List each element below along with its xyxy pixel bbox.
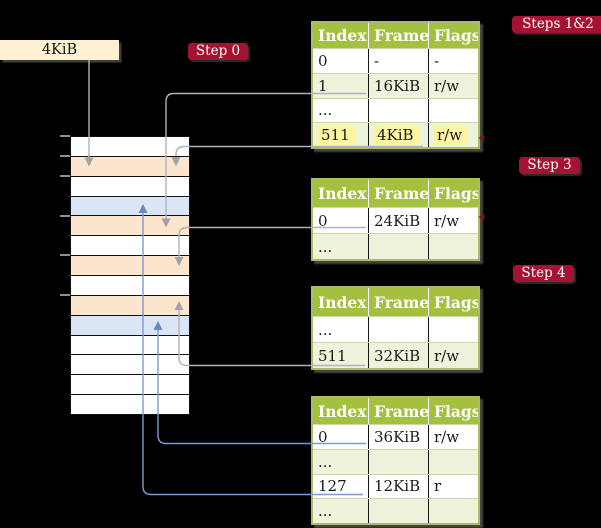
table-cell: ... xyxy=(318,502,333,521)
address-tick xyxy=(60,155,70,157)
step-0-badge: Step 0 xyxy=(188,43,248,60)
table-cell: 4KiB xyxy=(368,123,428,147)
memory-frame-page-table xyxy=(71,295,189,316)
table-cell xyxy=(428,317,478,342)
memory-frame-free xyxy=(71,375,189,396)
memory-frame-free xyxy=(71,355,189,376)
memory-frame-free xyxy=(71,137,189,157)
table-cell: 0 xyxy=(318,427,328,446)
step-3-badge: Step 3 xyxy=(519,157,580,174)
memory-frame-mapped-page xyxy=(71,196,189,217)
table-cell: 24KiB xyxy=(368,208,428,233)
table-cell: 0 xyxy=(318,51,328,70)
table-cell xyxy=(368,234,428,259)
table-cell: r/w xyxy=(428,208,478,233)
table-row: ... xyxy=(313,316,478,342)
page-size-label: 4KiB xyxy=(0,40,119,60)
column-header-frame: Frame xyxy=(368,398,428,424)
table-row: ... xyxy=(313,448,478,474)
table-row: 511 4KiB r/w xyxy=(313,122,478,147)
column-header-flags: Flags xyxy=(428,180,478,207)
memory-frame-free xyxy=(71,236,189,257)
memory-frame-page-table xyxy=(71,256,189,277)
table-cell xyxy=(428,499,478,523)
column-header-flags: Flags xyxy=(428,398,478,424)
column-header-index: Index xyxy=(318,401,367,421)
table-cell xyxy=(368,98,428,123)
address-tick xyxy=(60,294,70,296)
column-header-frame: Frame xyxy=(368,23,428,48)
table-cell: r/w xyxy=(428,73,478,98)
table-row: ... xyxy=(313,97,478,123)
column-header-frame: Frame xyxy=(368,180,428,207)
table-cell: r/w xyxy=(428,123,478,147)
address-tick xyxy=(60,175,70,177)
steps-1-2-badge: Steps 1&2 xyxy=(512,16,601,33)
column-header-flags: Flags xyxy=(428,23,478,48)
table-cell xyxy=(428,234,478,259)
memory-frame-mapped-page xyxy=(71,315,189,336)
step-4-badge: Step 4 xyxy=(513,265,574,282)
table-row: ... xyxy=(313,498,478,523)
column-header-index: Index xyxy=(318,184,367,203)
table-cell: 511 xyxy=(313,123,368,147)
table-cell xyxy=(428,98,478,123)
column-header-index: Index xyxy=(318,26,367,45)
memory-frame-page-table xyxy=(71,216,189,237)
address-tick xyxy=(60,215,70,217)
table-cell: r/w xyxy=(428,425,478,449)
address-tick xyxy=(60,135,70,137)
table-cell: ... xyxy=(318,101,333,120)
address-tick xyxy=(60,254,70,256)
highlighted-value: r/w xyxy=(434,125,468,145)
table-cell: ... xyxy=(318,237,333,256)
table-row: 0 -- xyxy=(313,48,478,73)
memory-frame-page-table xyxy=(71,156,189,177)
highlighted-value: 4KiB xyxy=(374,125,419,145)
table-cell: ... xyxy=(318,452,333,471)
table-cell: 32KiB xyxy=(368,343,428,368)
column-header-flags: Flags xyxy=(428,288,478,316)
table-cell: 127 xyxy=(318,477,347,496)
table-cell xyxy=(368,499,428,523)
table-cell xyxy=(368,449,428,474)
table-row: ... xyxy=(313,233,478,259)
table-cell xyxy=(428,449,478,474)
table-cell: r xyxy=(428,474,478,499)
column-header-index: Index xyxy=(318,292,367,312)
table-cell: - xyxy=(428,49,478,73)
table-cell: r/w xyxy=(428,343,478,368)
table-cell: - xyxy=(368,49,428,73)
table-cell: 1 xyxy=(318,76,328,95)
table-cell: 36KiB xyxy=(368,425,428,449)
column-header-frame: Frame xyxy=(368,288,428,316)
memory-frame-free xyxy=(71,176,189,197)
memory-frame-free xyxy=(71,335,189,356)
memory-column xyxy=(70,136,190,415)
table-cell xyxy=(368,317,428,342)
table-cell: 16KiB xyxy=(368,73,428,98)
memory-frame-free xyxy=(71,276,189,296)
table-cell: 511 xyxy=(318,346,347,365)
highlighted-value: 511 xyxy=(318,125,355,145)
table-cell: 12KiB xyxy=(368,474,428,499)
table-cell: ... xyxy=(318,320,333,339)
memory-frame-free xyxy=(71,395,189,415)
table-cell: 0 xyxy=(318,211,328,230)
